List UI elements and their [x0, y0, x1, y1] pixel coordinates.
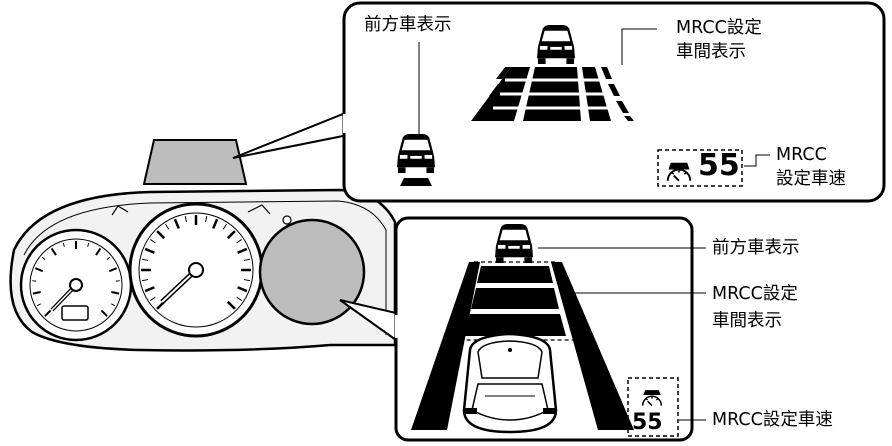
gauge-tick — [149, 239, 156, 244]
vehicle-front-icon — [537, 25, 575, 64]
lane-dash — [616, 101, 629, 113]
gauge-tick — [62, 242, 65, 247]
cluster-set-speed-value: 55 — [632, 410, 663, 435]
hud-speed-label-line1: MRCC — [776, 145, 827, 165]
hud-lead-vehicle-label: 前方車表示 — [364, 15, 452, 35]
lane-dash — [608, 84, 620, 96]
gauge-tick — [141, 258, 149, 261]
cluster-distance-label-line2: 車間表示 — [712, 311, 782, 331]
hud-distance-label-line1: MRCC設定 — [676, 18, 762, 38]
gauge-tick — [144, 247, 155, 254]
cluster-speed-label: MRCC設定車速 — [712, 410, 833, 430]
gauge-tick — [243, 258, 251, 261]
instrument-cluster — [9, 139, 397, 352]
gauge-tick — [173, 218, 180, 229]
gauge-tick — [222, 223, 227, 230]
hud-speed-label-line2: 設定車速 — [776, 169, 846, 189]
gauge-tick — [106, 256, 111, 261]
gauge-tick — [34, 267, 44, 273]
vehicle-front-icon — [495, 224, 533, 263]
gauge-tick — [236, 239, 243, 244]
gauge-tick — [141, 279, 149, 282]
gauge-tick — [111, 303, 116, 307]
hud-set-speed-value: 55 — [698, 148, 740, 183]
hud-mrcc-speed-box — [657, 149, 743, 187]
gauge-tick — [50, 247, 57, 256]
gauge-tick — [144, 286, 155, 293]
gauge-tick — [226, 300, 236, 310]
gauge-tick — [236, 296, 243, 301]
mrcc-speedometer-icon — [666, 162, 692, 182]
gauge-tick — [212, 218, 219, 229]
lane-dash — [476, 116, 490, 121]
gauge-tick — [87, 242, 90, 247]
cluster-display-panel — [394, 216, 706, 442]
gauge-tick — [184, 215, 187, 223]
gauge-tick — [111, 291, 120, 295]
gauge-tick — [41, 256, 46, 261]
cluster-lead-vehicle-label: 前方車表示 — [712, 238, 800, 258]
vehicle-front-icon — [397, 134, 435, 173]
gauge-tick — [237, 247, 248, 254]
hud-distance-label-line2: 車間表示 — [676, 42, 746, 62]
cluster-distance-label-line1: MRCC設定 — [712, 284, 798, 304]
gauge-tick — [237, 286, 248, 293]
hud-display-panel — [342, 1, 886, 203]
gauge-tick — [32, 291, 41, 295]
hud-callout-pointer — [232, 110, 349, 159]
vehicle-rear-icon — [462, 332, 558, 434]
gauge-tick — [44, 309, 52, 317]
lane-dash — [496, 67, 511, 79]
speedometer-gauge — [128, 202, 264, 338]
cluster-mrcc-speed-box — [627, 377, 679, 437]
gauge-tick — [95, 247, 102, 256]
tachometer-gauge — [19, 228, 133, 342]
lane-dash — [624, 116, 634, 121]
mrcc-speedometer-icon — [641, 390, 663, 407]
gauge-tick — [165, 223, 170, 230]
gauge-tick — [149, 296, 156, 301]
gauge-tick — [226, 230, 236, 240]
gauge-tick — [243, 279, 251, 282]
gauge-tick — [108, 267, 118, 273]
hud-combiner — [142, 139, 248, 185]
lane-dash — [489, 84, 504, 96]
gauge-tick — [100, 309, 108, 317]
lane-dash — [481, 101, 497, 113]
multi-info-display — [258, 218, 366, 326]
gauge-tick — [205, 215, 208, 223]
gauge-tick — [36, 303, 41, 307]
gauge-tick — [156, 230, 166, 240]
lane-dash — [601, 67, 612, 79]
